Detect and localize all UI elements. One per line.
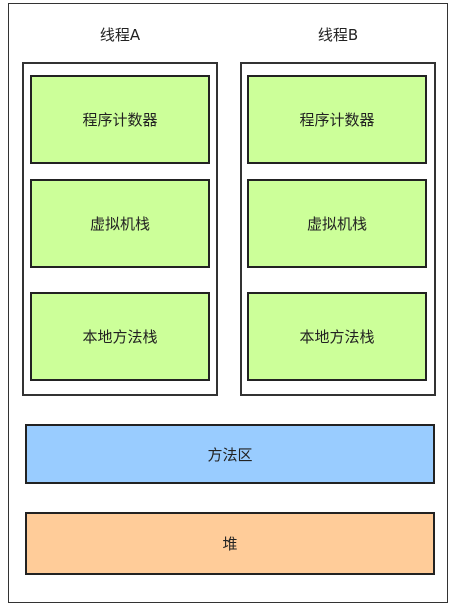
thread-a-native-method-stack-label: 本地方法栈 (82, 328, 158, 346)
thread-b-vm-stack-label: 虚拟机栈 (306, 215, 367, 233)
thread-a-program-counter: 程序计数器 (30, 75, 210, 164)
thread-b-native-method-stack: 本地方法栈 (247, 292, 427, 381)
thread-b-title: 线程B (317, 26, 359, 44)
thread-a-vm-stack-label: 虚拟机栈 (89, 215, 150, 233)
thread-b-program-counter-label: 程序计数器 (299, 111, 375, 129)
method-area-label: 方法区 (207, 445, 253, 464)
thread-b-native-method-stack-label: 本地方法栈 (299, 328, 375, 346)
method-area: 方法区 (25, 424, 435, 484)
thread-a-vm-stack: 虚拟机栈 (30, 179, 210, 268)
thread-a-title: 线程A (99, 26, 141, 44)
heap-label: 堆 (222, 535, 238, 553)
thread-a-native-method-stack: 本地方法栈 (30, 292, 210, 381)
thread-b-vm-stack: 虚拟机栈 (247, 179, 427, 268)
thread-b-program-counter: 程序计数器 (247, 75, 427, 164)
thread-a-program-counter-label: 程序计数器 (82, 111, 158, 129)
heap: 堆 (25, 512, 435, 575)
